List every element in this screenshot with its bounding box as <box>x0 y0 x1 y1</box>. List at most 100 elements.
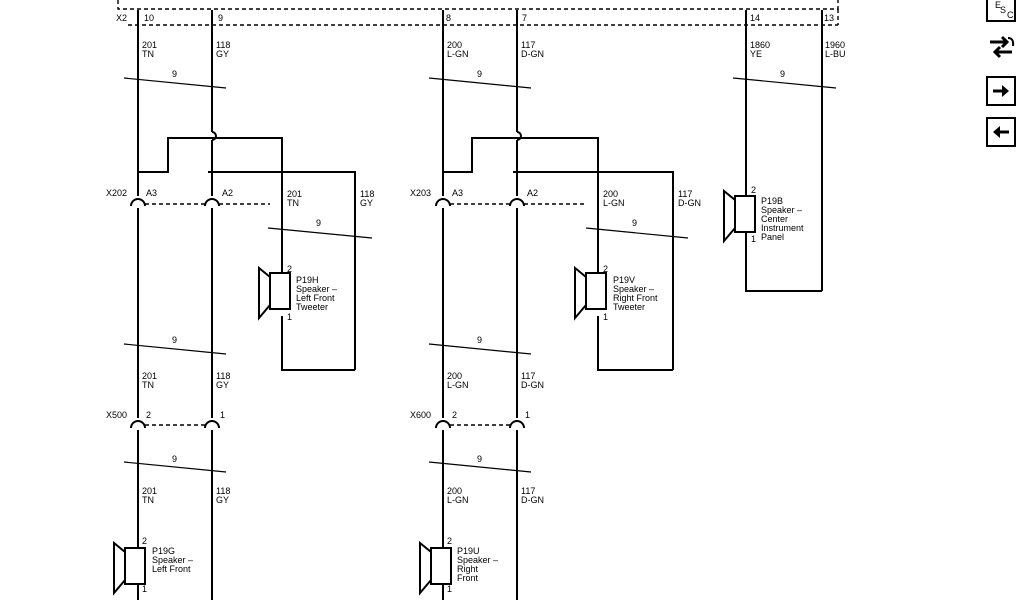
speaker-id: P19G <box>152 546 175 556</box>
connector-pin: 1 <box>220 410 225 420</box>
wire-color: GY <box>216 49 229 59</box>
wire-circuit: 200 <box>447 486 462 496</box>
connector-pin: 2 <box>146 410 151 420</box>
speaker-p19v: 2 1 P19V Speaker – Right Front Tweeter <box>574 264 658 322</box>
speaker-pin: 2 <box>142 536 147 546</box>
connector-x202: X202 A3 A2 <box>106 188 270 207</box>
wire-circuit: 118 <box>216 40 230 50</box>
wire-color: L-GN <box>447 380 469 390</box>
connector-x2-label: X2 <box>116 13 127 23</box>
speaker-pin: 2 <box>603 264 608 274</box>
connector-x500-label: X500 <box>106 410 127 420</box>
twist-label: 9 <box>172 335 177 345</box>
wire-circuit: 1860 <box>750 40 770 50</box>
twist-label: 9 <box>172 69 177 79</box>
wire-color: L-BU <box>825 49 846 59</box>
swap-arrows-button[interactable] <box>986 32 1016 62</box>
speaker-desc: Speaker – <box>613 284 654 294</box>
wire-color: D-GN <box>521 49 544 59</box>
speaker-desc: Instrument <box>761 223 804 233</box>
speaker-desc: Speaker – <box>457 555 498 565</box>
connector-pin: A2 <box>527 188 538 198</box>
speaker-id: P19H <box>296 275 319 285</box>
next-page-button[interactable] <box>986 76 1016 106</box>
x2-pin: 13 <box>824 13 834 23</box>
twist-label: 9 <box>477 335 482 345</box>
connector-x600: X600 2 1 <box>410 410 530 429</box>
speaker-desc: Speaker – <box>761 205 802 215</box>
wire-circuit: 117 <box>678 189 692 199</box>
wire-color: GY <box>216 380 229 390</box>
wire-color: D-GN <box>521 380 544 390</box>
wire-circuit: 201 <box>142 486 157 496</box>
speaker-desc: Tweeter <box>296 302 328 312</box>
wire-ctr-pos <box>745 232 822 292</box>
speaker-pin: 2 <box>287 264 292 274</box>
wire-circuit: 117 <box>521 486 535 496</box>
connector-x203-label: X203 <box>410 188 431 198</box>
connector-pin: 1 <box>525 410 530 420</box>
speaker-pin: 2 <box>447 536 452 546</box>
wire-circuit: 118 <box>360 189 374 199</box>
swap-arrows-icon <box>990 35 1015 59</box>
wire-color: TN <box>142 380 154 390</box>
arrow-left-icon <box>993 126 1009 138</box>
connector-x203: X203 A3 A2 <box>410 188 585 207</box>
wire-color: TN <box>287 198 299 208</box>
speaker-pin: 1 <box>287 312 292 322</box>
left-front-circuit: 9 9 9 9 201 TN 118 GY 201 TN 118 GY 201 … <box>123 10 374 600</box>
esc-button[interactable]: E S C <box>986 0 1016 22</box>
connector-pin: A2 <box>222 188 233 198</box>
wire-circuit: 200 <box>603 189 618 199</box>
wire-circuit: 200 <box>447 371 462 381</box>
wire-color: GY <box>216 495 229 505</box>
speaker-desc: Front <box>457 573 479 583</box>
speaker-desc: Speaker – <box>296 284 337 294</box>
speaker-pin: 1 <box>142 584 147 594</box>
esc-icon-letter: C <box>1007 10 1014 20</box>
twist-label: 9 <box>316 218 321 228</box>
wire-circuit: 201 <box>142 40 157 50</box>
speaker-desc: Tweeter <box>613 302 645 312</box>
speaker-pin: 1 <box>447 584 452 594</box>
speaker-desc: Center <box>761 214 788 224</box>
esc-icon-letter: S <box>1000 5 1007 15</box>
wire-color: L-GN <box>447 495 469 505</box>
wire-color: D-GN <box>521 495 544 505</box>
connector-x600-label: X600 <box>410 410 431 420</box>
speaker-pin: 1 <box>603 312 608 322</box>
speaker-desc: Left Front <box>152 564 191 574</box>
connector-x500: X500 2 1 <box>106 410 225 429</box>
previous-page-button[interactable] <box>986 117 1016 147</box>
twist-label: 9 <box>172 454 177 464</box>
wire-color: TN <box>142 49 154 59</box>
speaker-desc: Speaker – <box>152 555 193 565</box>
connector-pin: A3 <box>452 188 463 198</box>
x2-pin: 14 <box>750 13 760 23</box>
speaker-desc: Right Front <box>613 293 658 303</box>
wire-circuit: 117 <box>521 371 535 381</box>
wire-circuit: 118 <box>216 486 230 496</box>
wire-circuit: 1960 <box>825 40 845 50</box>
wire-color: GY <box>360 198 373 208</box>
twist-label: 9 <box>477 454 482 464</box>
speaker-pin: 1 <box>751 234 756 244</box>
wire-circuit: 118 <box>216 371 230 381</box>
speaker-p19g: 2 1 P19G Speaker – Left Front <box>113 536 193 596</box>
x2-pin: 7 <box>522 13 527 23</box>
x2-pin: 8 <box>446 13 451 23</box>
twist-label: 9 <box>632 218 637 228</box>
speaker-desc: Panel <box>761 232 784 242</box>
speaker-id: P19U <box>457 546 480 556</box>
speaker-id: P19B <box>761 196 783 206</box>
x2-pin: 9 <box>218 13 223 23</box>
speaker-p19b: 2 1 P19B Speaker – Center Instrument Pan… <box>723 185 804 244</box>
speaker-desc: Left Front <box>296 293 335 303</box>
wire-color: L-GN <box>603 198 625 208</box>
wire-circuit: 201 <box>287 189 302 199</box>
speaker-id: P19V <box>613 275 635 285</box>
connector-pin: 2 <box>452 410 457 420</box>
speaker-pin: 2 <box>751 185 756 195</box>
wire-circuit: 117 <box>521 40 535 50</box>
twist-label: 9 <box>780 69 785 79</box>
